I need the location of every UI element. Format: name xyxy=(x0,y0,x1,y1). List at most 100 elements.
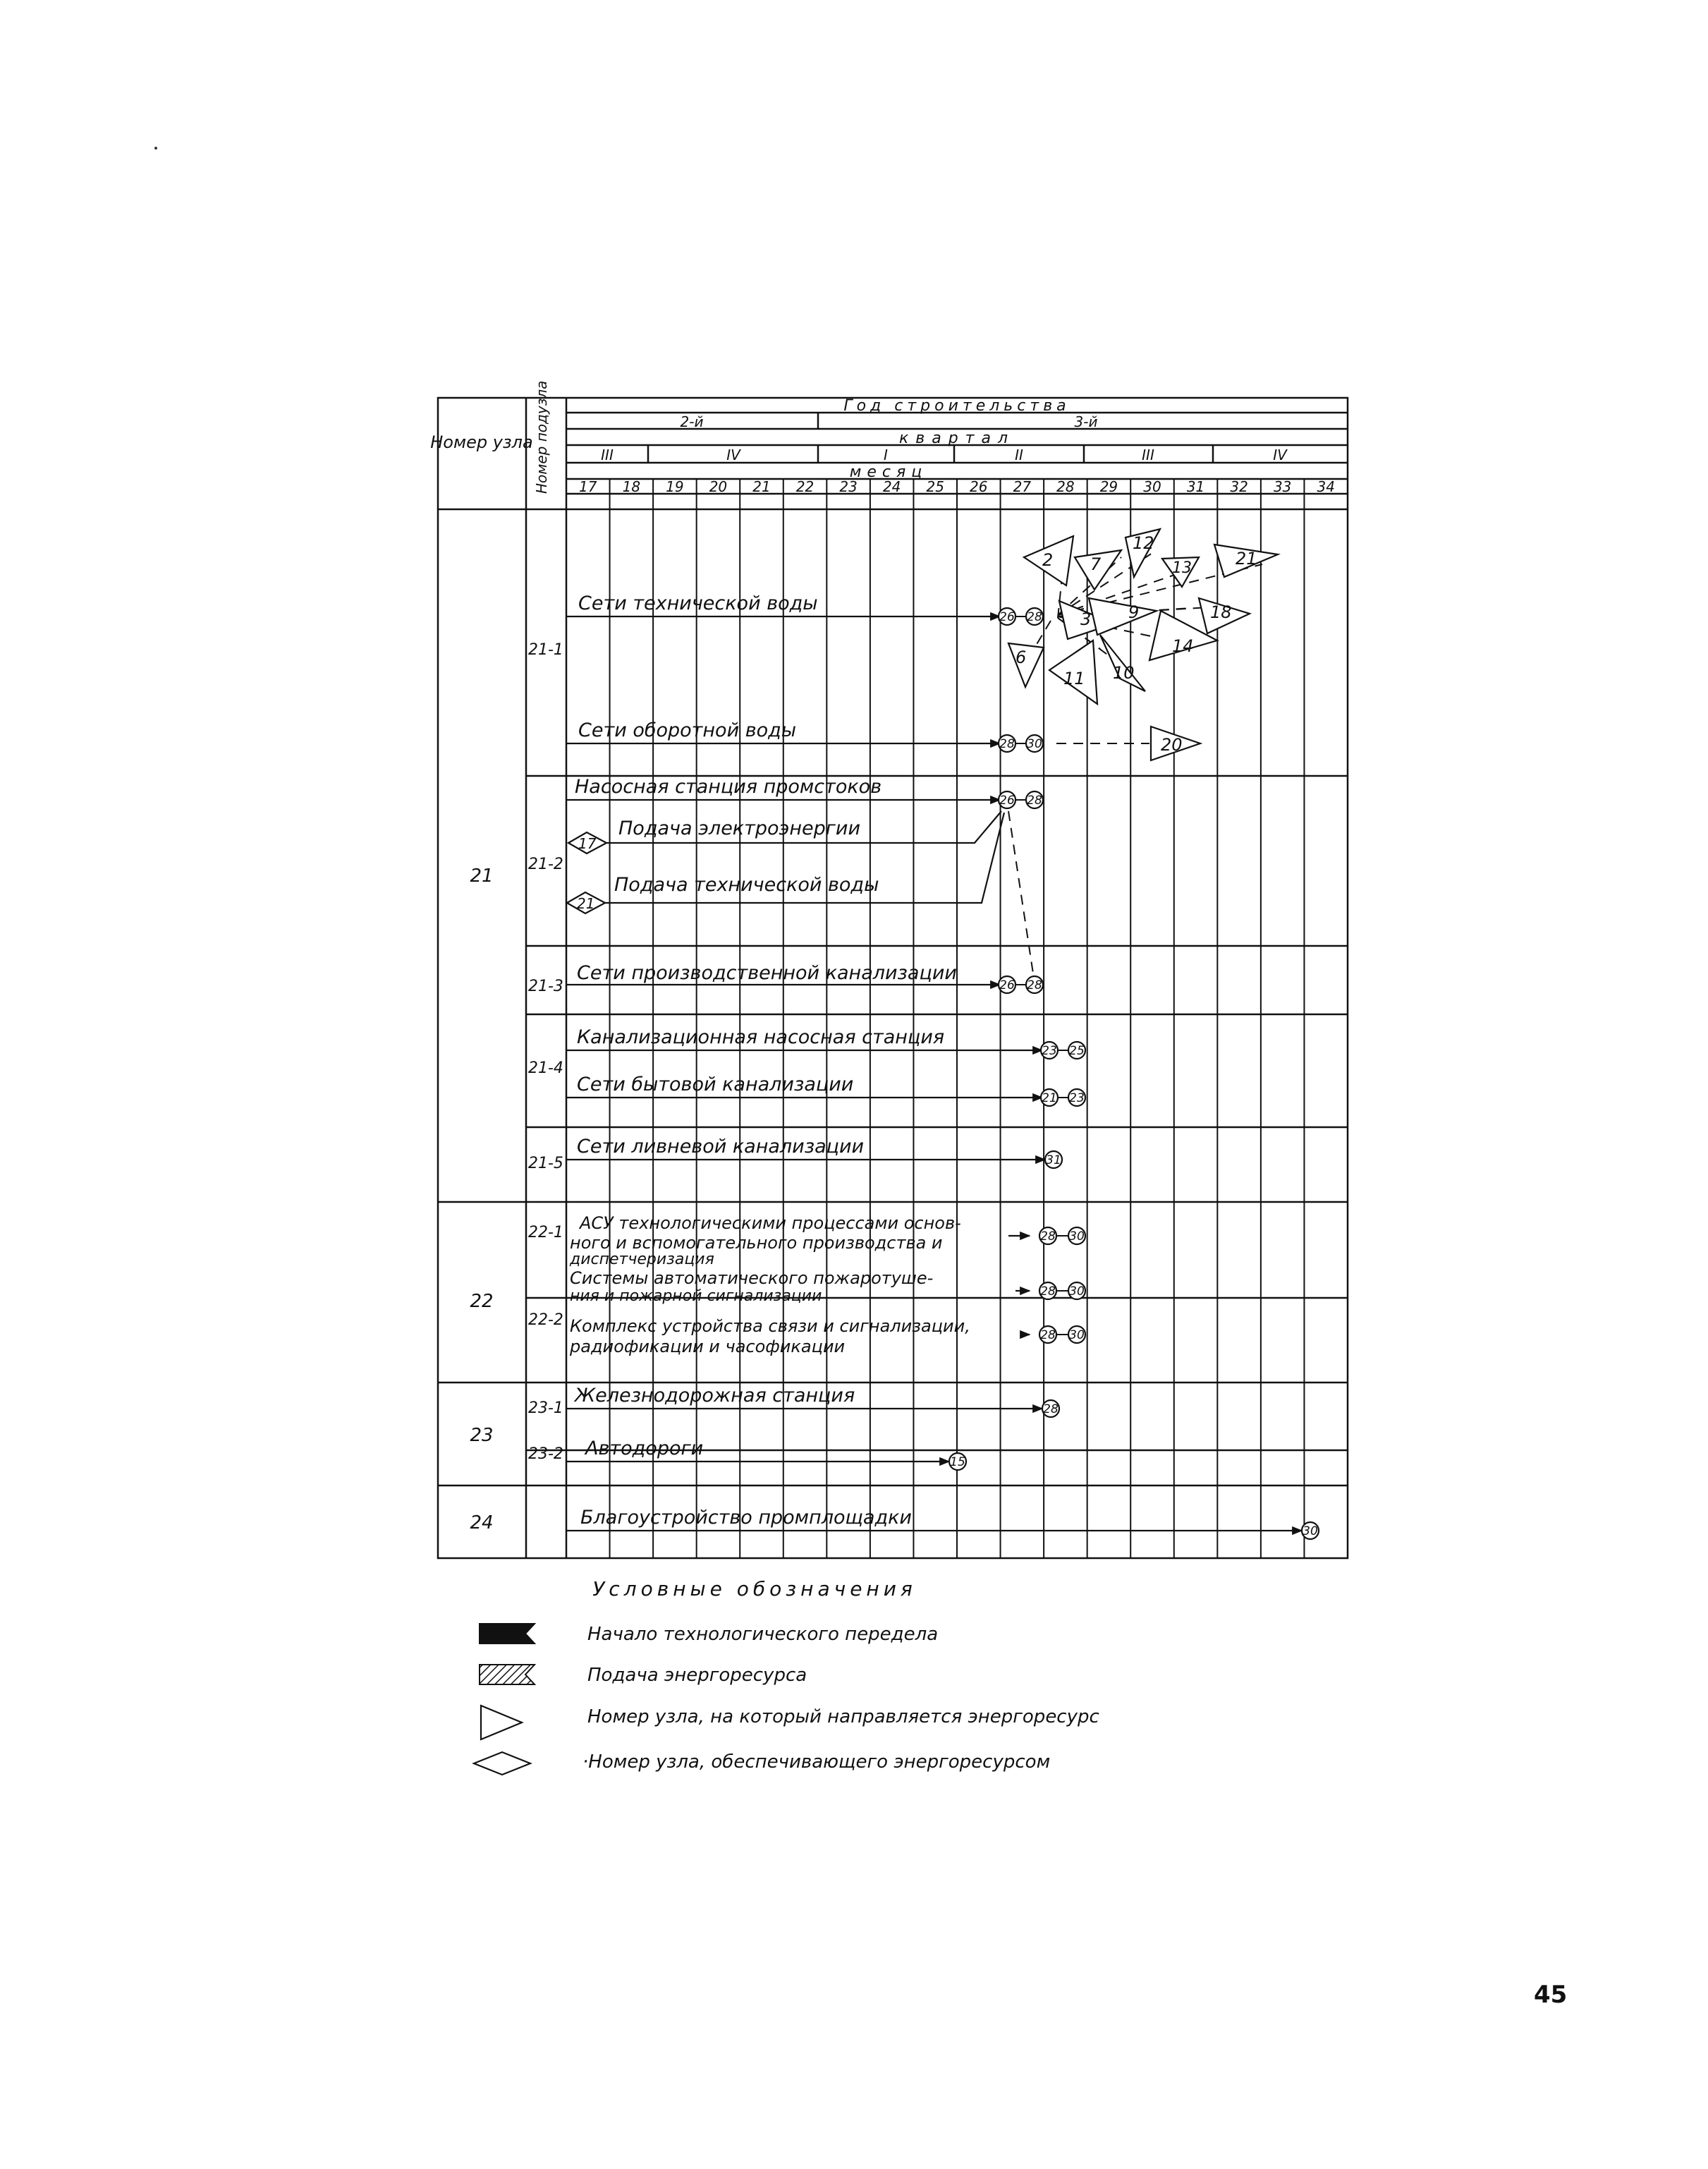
svg-text:7: 7 xyxy=(1090,554,1102,574)
svg-text:30: 30 xyxy=(1069,1229,1085,1244)
end-circle: 28 xyxy=(1041,1399,1061,1418)
target-triangle: 2 xyxy=(1022,535,1075,587)
row-arrows xyxy=(566,612,1303,1536)
target-triangle: 9 xyxy=(1087,597,1159,636)
svg-text:21: 21 xyxy=(577,895,594,912)
svg-text:23: 23 xyxy=(1069,1091,1085,1105)
target-triangle: 11 xyxy=(1048,639,1099,706)
hatched-flag-icon xyxy=(479,1664,537,1685)
target-triangle: 20 xyxy=(1149,725,1203,762)
milestone-circles: 26 28 28 30 26 28 26 28 23 25 21 23 31 2… xyxy=(948,607,1320,1541)
row-label: Сети оборотной воды xyxy=(578,719,796,741)
row-label: Автодороги xyxy=(584,1438,703,1459)
svg-text:12: 12 xyxy=(1133,533,1154,553)
row-label: ного и вспомогательного производства и xyxy=(570,1233,943,1253)
row-arrow xyxy=(606,810,1002,844)
month-label: 18 xyxy=(623,478,640,495)
quarter-label: IV xyxy=(1273,446,1288,463)
page-number: 45 xyxy=(1534,1981,1568,2009)
year-title: Год строительства xyxy=(843,397,1070,415)
month-label: 24 xyxy=(883,478,901,495)
row-label: ния и пожарной сигнализации xyxy=(570,1287,822,1305)
row-label: Сети ливневой канализации xyxy=(577,1136,864,1158)
target-triangle: 12 xyxy=(1124,528,1162,580)
target-triangle: 18 xyxy=(1197,597,1252,635)
subnode-label: 21-1 xyxy=(528,641,563,659)
end-circle: 30 xyxy=(1025,734,1044,753)
end-circle: 23 xyxy=(1067,1088,1087,1107)
end-circle: 31 xyxy=(1044,1150,1063,1169)
subnode-label: 21-5 xyxy=(528,1155,563,1172)
node-labels: 21 22 23 24 xyxy=(470,865,493,1533)
legend-item-text: Номер узла, на который направляется энер… xyxy=(587,1706,1099,1727)
svg-text:26: 26 xyxy=(999,978,1015,992)
supplier-diamond: 17 xyxy=(566,831,609,855)
end-circle: 30 xyxy=(1067,1226,1087,1246)
row-label: Канализационная насосная станция xyxy=(577,1026,944,1048)
target-node-markers: 2 12 7 13 21 3 9 18 14 6 11 10 20 xyxy=(1007,528,1281,762)
quarter-label: I xyxy=(884,446,888,463)
row-label: Сети технической воды xyxy=(578,593,818,614)
node-label: 22 xyxy=(470,1291,493,1312)
quarter-label: II xyxy=(1015,446,1023,463)
subnode-label: 22-1 xyxy=(528,1224,563,1241)
month-label: 23 xyxy=(839,478,857,495)
circle-links xyxy=(1015,616,1069,1335)
legend-item-text: ·Номер узла, обеспечивающего энергоресур… xyxy=(582,1751,1050,1773)
svg-text:14: 14 xyxy=(1172,636,1194,656)
row-label: Железнодорожная станция xyxy=(573,1385,855,1406)
row-label: АСУ технологическими процессами основ- xyxy=(578,1213,961,1233)
month-label: 26 xyxy=(970,478,987,495)
node-label: 24 xyxy=(470,1512,493,1533)
month-label: 34 xyxy=(1317,478,1334,495)
row-label: Комплекс устройства связи и сигнализации… xyxy=(570,1316,970,1336)
row-label: Сети производственной канализации xyxy=(577,962,957,984)
end-circle: 28 xyxy=(1025,607,1044,626)
row-labels: Сети технической воды Сети оборотной вод… xyxy=(569,593,970,1529)
svg-text:20: 20 xyxy=(1161,735,1183,755)
row-label: Насосная станция промстоков xyxy=(575,776,882,798)
quarter-label: III xyxy=(1142,446,1154,463)
node-label: 23 xyxy=(470,1425,493,1446)
stray-dot xyxy=(154,147,157,150)
month-label: 30 xyxy=(1143,478,1161,495)
end-circle: 30 xyxy=(1067,1325,1087,1344)
svg-text:26: 26 xyxy=(999,610,1015,624)
row-arrow xyxy=(605,812,1006,904)
svg-text:17: 17 xyxy=(578,835,597,852)
start-circle: 28 xyxy=(997,734,1017,753)
subnode-label: 23-1 xyxy=(528,1399,563,1417)
quarter-label: IV xyxy=(726,446,741,463)
legend-title: Условные обозначения xyxy=(592,1577,917,1600)
end-circle: 25 xyxy=(1067,1040,1087,1060)
subnode-number-header: Номер подузла xyxy=(533,381,550,494)
year-label-2: 2-й xyxy=(681,413,704,430)
month-label: 19 xyxy=(666,478,683,495)
start-circle: 23 xyxy=(1039,1040,1059,1060)
target-triangle: 7 xyxy=(1073,549,1123,592)
svg-text:11: 11 xyxy=(1063,669,1085,688)
row-label: радиофикации и часофикации xyxy=(569,1337,845,1356)
end-circle: 28 xyxy=(1025,790,1044,810)
month-label: 28 xyxy=(1056,478,1074,495)
svg-text:28: 28 xyxy=(1027,794,1042,808)
end-circle: 30 xyxy=(1067,1281,1087,1301)
subnode-label: 21-2 xyxy=(528,856,563,873)
subnode-label: 23-2 xyxy=(528,1445,563,1463)
svg-text:15: 15 xyxy=(950,1455,965,1469)
month-label: 33 xyxy=(1274,478,1291,495)
svg-text:25: 25 xyxy=(1069,1044,1085,1058)
start-circle: 28 xyxy=(1038,1281,1058,1301)
target-triangle: 10 xyxy=(1099,634,1146,692)
end-circle: 28 xyxy=(1025,975,1044,995)
subnode-labels: 21-1 21-2 21-3 21-4 21-5 22-1 22-2 23-1 … xyxy=(528,641,563,1463)
svg-text:28: 28 xyxy=(1043,1402,1059,1416)
node-label: 21 xyxy=(470,865,493,887)
month-label: 17 xyxy=(579,478,597,495)
svg-text:30: 30 xyxy=(1069,1328,1085,1342)
black-flag-icon xyxy=(479,1623,537,1644)
svg-text:28: 28 xyxy=(1027,978,1042,992)
